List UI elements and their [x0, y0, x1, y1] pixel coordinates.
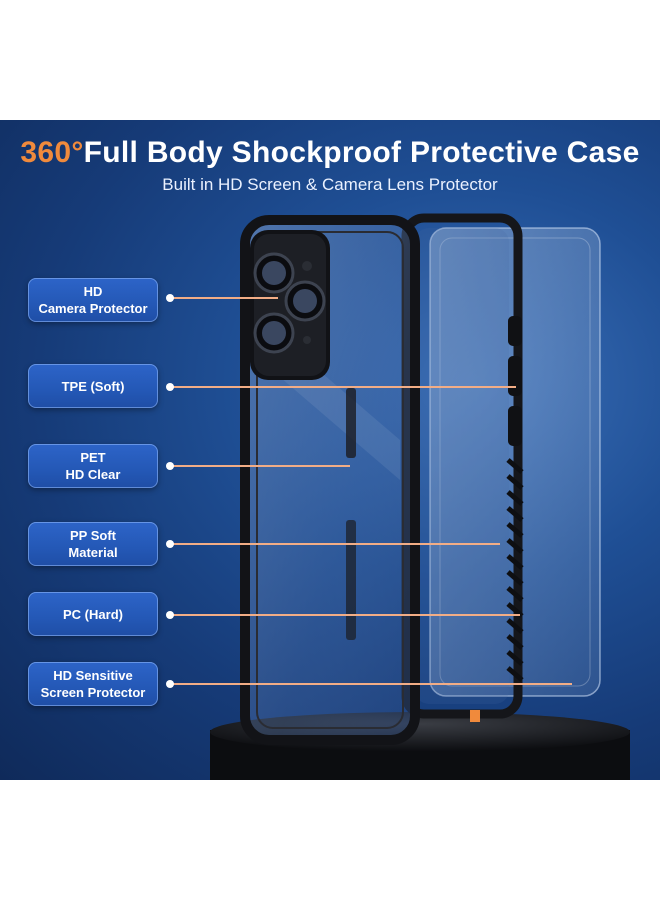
label-pet-hd-clear: PET HD Clear	[28, 444, 158, 488]
front-frame	[401, 213, 524, 722]
connector-line	[170, 297, 278, 299]
label-line: Camera Protector	[38, 301, 148, 316]
product-banner: 360°Full Body Shockproof Protective Case…	[0, 120, 660, 780]
label-pc-hard: PC (Hard)	[28, 592, 158, 636]
label-tpe-soft: TPE (Soft)	[28, 364, 158, 408]
connector-line	[170, 614, 520, 616]
connector-dot	[166, 611, 174, 619]
label-line: HD Clear	[65, 467, 121, 482]
label-line: HD Sensitive	[53, 668, 133, 683]
connector-line	[170, 683, 572, 685]
connector-dot	[166, 540, 174, 548]
connector-line	[170, 543, 500, 545]
page-title: 360°Full Body Shockproof Protective Case	[0, 136, 660, 170]
subtitle: Built in HD Screen & Camera Lens Protect…	[162, 175, 498, 194]
connector-dot	[166, 680, 174, 688]
label-line: Material	[68, 545, 118, 560]
title-text: Full Body Shockproof Protective Case	[83, 136, 640, 169]
label-line: PP Soft	[69, 528, 116, 543]
connector-dot	[166, 462, 174, 470]
case-illustration	[210, 213, 630, 780]
connector-line	[170, 465, 350, 467]
connector-line	[170, 386, 516, 388]
label-line: PET	[80, 450, 106, 465]
label-hd-camera-protector: HD Camera Protector	[28, 278, 158, 322]
label-line: PC (Hard)	[63, 606, 123, 622]
label-line: HD	[83, 284, 103, 299]
connector-dot	[166, 383, 174, 391]
connector-dot	[166, 294, 174, 302]
label-line: Screen Protector	[40, 685, 146, 700]
camera-module	[250, 230, 330, 380]
title-accent: 360°	[20, 136, 84, 169]
label-line: TPE (Soft)	[61, 378, 125, 394]
